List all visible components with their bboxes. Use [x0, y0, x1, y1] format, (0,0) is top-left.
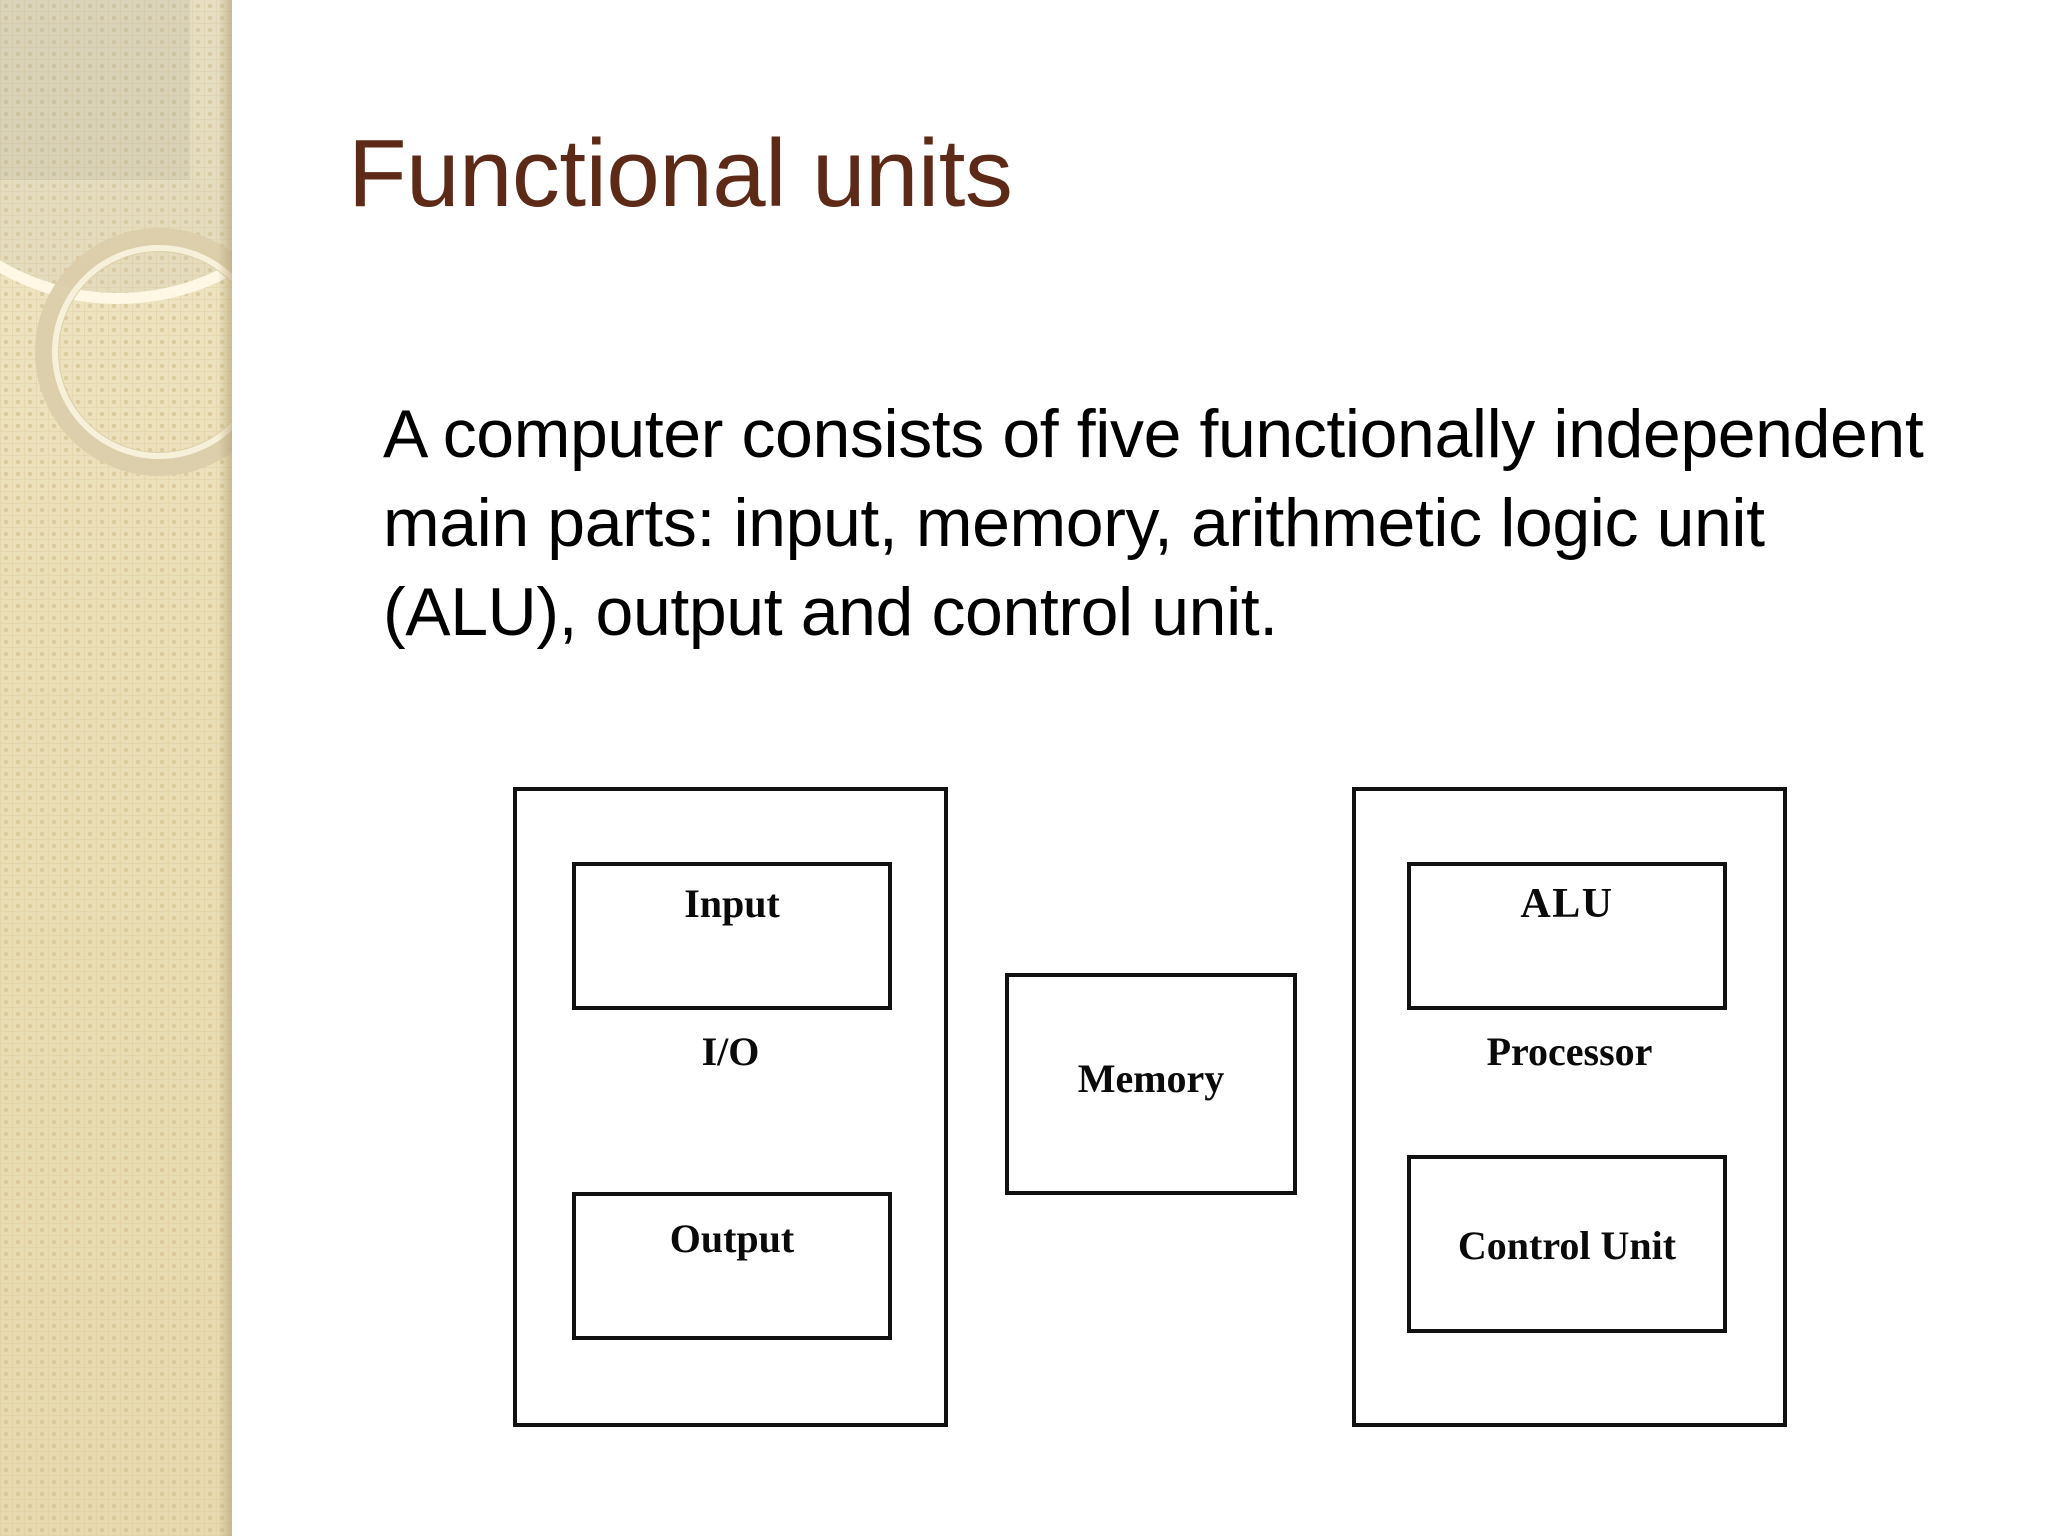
slide-body-text: A computer consists of five functionally…	[383, 396, 1924, 651]
processor-container-label: Processor	[1486, 1029, 1653, 1074]
sidebar-edge-shadow	[218, 0, 232, 1536]
io-container-box	[513, 787, 948, 1427]
memory-unit-label: Memory	[1077, 1056, 1225, 1101]
output-unit-box	[572, 1192, 892, 1340]
input-unit-box	[572, 862, 892, 1010]
decorative-sidebar	[0, 0, 232, 1536]
control-unit-box	[1407, 1155, 1727, 1333]
processor-container-box	[1352, 787, 1787, 1427]
io-container-label: I/O	[701, 1029, 760, 1074]
sidebar-ring-inner-icon	[52, 245, 232, 459]
slide-title: Functional units	[348, 120, 1013, 227]
control-unit-label: Control Unit	[1457, 1223, 1677, 1268]
alu-unit-label: ALU	[1520, 881, 1614, 927]
input-unit-label: Input	[684, 881, 780, 926]
output-unit-label: Output	[669, 1216, 795, 1261]
alu-unit-box	[1407, 862, 1727, 1010]
memory-unit-box	[1005, 973, 1297, 1195]
